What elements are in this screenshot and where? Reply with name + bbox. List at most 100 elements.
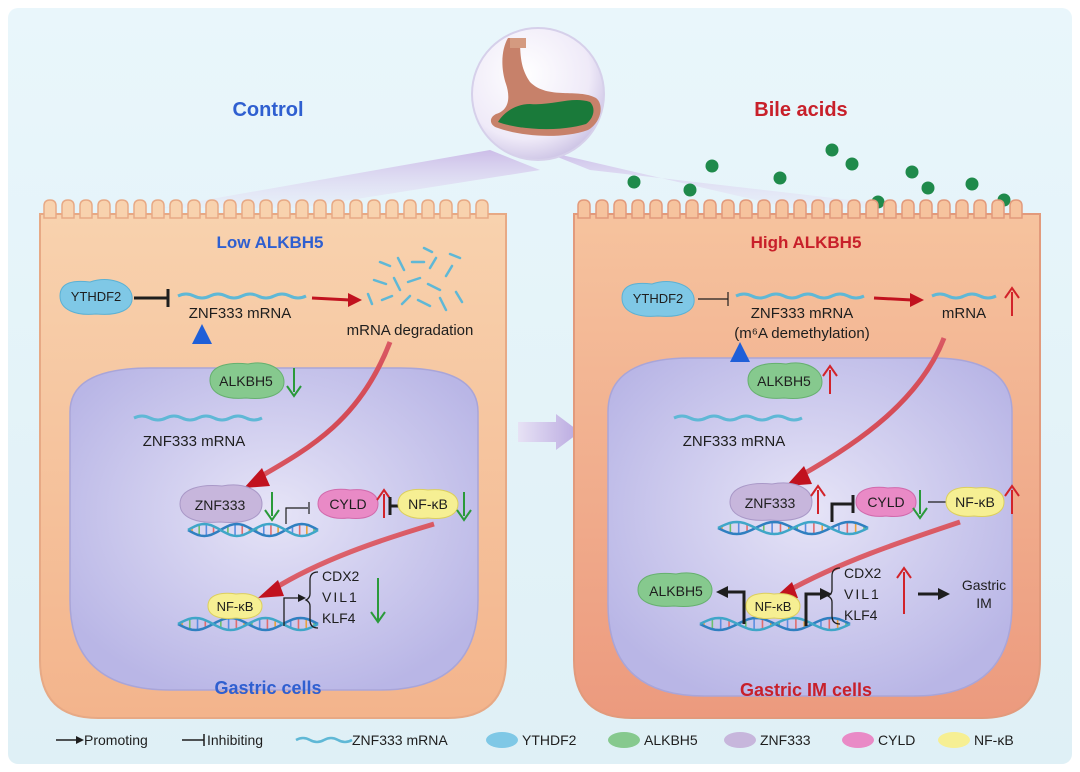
microvillus	[883, 199, 897, 219]
low-alkbh5-title: Low ALKBH5	[216, 233, 323, 252]
microvillus	[937, 199, 951, 219]
gene-cdx2: CDX2	[322, 568, 360, 584]
control-mrna-label: ZNF333 mRNA	[189, 305, 292, 322]
control-cyld: CYLD	[317, 488, 379, 519]
control-znf333-down-arrow	[264, 492, 280, 522]
ythdf2-label: YTHDF2	[71, 289, 122, 304]
microvillus	[739, 199, 753, 219]
microvillus	[295, 199, 309, 219]
legend-inhibiting: Inhibiting	[207, 732, 263, 748]
bile-export-arrow-head	[730, 342, 750, 362]
microvillus	[97, 199, 111, 219]
stomach-icon	[471, 27, 605, 161]
control-nucleus	[69, 367, 479, 691]
bile-alkbh5-out: ALKBH5	[637, 572, 713, 607]
microvillus	[703, 199, 717, 219]
bile-cell	[573, 199, 1041, 719]
microvillus	[79, 199, 93, 219]
microvillus	[811, 199, 825, 219]
microvillus	[169, 199, 183, 219]
microvillus	[793, 199, 807, 219]
control-ythdf2: YTHDF2	[59, 279, 133, 315]
gene-klf4: KLF4	[322, 610, 356, 626]
mrna-fragments-icon	[366, 246, 464, 312]
bile-nfkb-up-arrow	[1004, 484, 1020, 514]
control-gene-promote-line	[283, 597, 300, 626]
high-alkbh5-title: High ALKBH5	[751, 233, 862, 252]
microvillus	[223, 199, 237, 219]
bile-mrna-strand	[735, 292, 865, 300]
control-dna-1	[187, 522, 319, 538]
bile-mrna-arrow	[873, 296, 913, 302]
control-nfkb-arrow-head	[258, 580, 284, 598]
bile-mrna-out-label: mRNA	[942, 305, 986, 322]
bile-nfkb-on-dna: NF-κB	[745, 592, 801, 619]
control-alkbh5-down-arrow	[286, 368, 302, 398]
control-gene-promote-head	[298, 594, 306, 602]
control-nfkb-on-dna: NF-κB	[207, 592, 263, 619]
microvillus	[685, 199, 699, 219]
control-nfkb-arrow	[270, 521, 435, 593]
bile-gene-klf4: KLF4	[844, 607, 878, 623]
dna-strand	[187, 522, 319, 538]
microvillus	[457, 199, 471, 219]
bile-acids-title: Bile acids	[754, 99, 847, 121]
microvillus	[775, 199, 789, 219]
microvillus	[277, 199, 291, 219]
bile-alkbh5-label: ALKBH5	[757, 373, 811, 389]
bile-dna-1	[717, 520, 869, 536]
legend-ythdf2: YTHDF2	[522, 732, 577, 748]
bile-alkbh5-promote-head	[716, 586, 728, 598]
bile-nfkb-dna-label: NF-κB	[755, 599, 792, 614]
microvillus	[595, 199, 609, 219]
bile-cyld-label: CYLD	[867, 494, 904, 510]
microvillus	[385, 199, 399, 219]
legend-mrna: ZNF333 mRNA	[352, 732, 448, 748]
microvillus	[331, 199, 345, 219]
microvillus	[991, 199, 1005, 219]
control-mrna-strand	[177, 292, 307, 300]
alkbh5-label: ALKBH5	[219, 373, 273, 389]
gastric-im-cells-label: Gastric IM cells	[740, 680, 872, 700]
bile-genes-up-arrow	[896, 566, 912, 614]
bile-dna-2	[699, 616, 851, 632]
left-light-beam	[160, 150, 540, 208]
legend-znf333: ZNF333	[760, 732, 811, 748]
legend-alkbh5: ALKBH5	[644, 732, 698, 748]
microvillus	[187, 199, 201, 219]
bile-im-arrow-head	[938, 588, 950, 600]
microvillus	[205, 199, 219, 219]
bile-nucleus	[607, 357, 1013, 697]
microvillus	[475, 199, 489, 219]
bile-alkbh5-up-arrow	[822, 364, 838, 394]
bile-nfkb-arrow	[784, 519, 961, 595]
microvillus	[1009, 199, 1023, 219]
control-alkbh5: ALKBH5	[209, 362, 285, 399]
gene-vil1: VIL1	[322, 589, 359, 605]
control-znf333: ZNF333	[179, 484, 263, 523]
microvillus	[847, 199, 861, 219]
cyld-label: CYLD	[329, 496, 366, 512]
control-znf333-inhibit-line	[285, 507, 308, 524]
transition-arrow	[518, 414, 580, 450]
bile-mrna-arrow-head	[910, 293, 924, 307]
bile-alkbh5-out-label: ALKBH5	[649, 583, 703, 599]
outcome-im: IM	[976, 595, 992, 611]
control-nfkb-down-arrow	[456, 492, 472, 522]
microvillus	[367, 199, 381, 219]
control-cyld-up-arrow	[376, 488, 392, 518]
control-genes-down-arrow	[370, 578, 386, 624]
microvillus	[259, 199, 273, 219]
bile-alkbh5: ALKBH5	[747, 362, 823, 399]
microvillus	[133, 199, 147, 219]
legend-cyld: CYLD	[878, 732, 915, 748]
dna-strand	[717, 520, 869, 536]
legend-promoting: Promoting	[84, 732, 148, 748]
microvillus	[349, 199, 363, 219]
bile-nuclear-mrna	[673, 414, 803, 422]
microvillus	[151, 199, 165, 219]
microvillus	[61, 199, 75, 219]
microvillus	[313, 199, 327, 219]
control-nuclear-mrna	[133, 414, 263, 422]
control-dna-2	[177, 616, 319, 632]
